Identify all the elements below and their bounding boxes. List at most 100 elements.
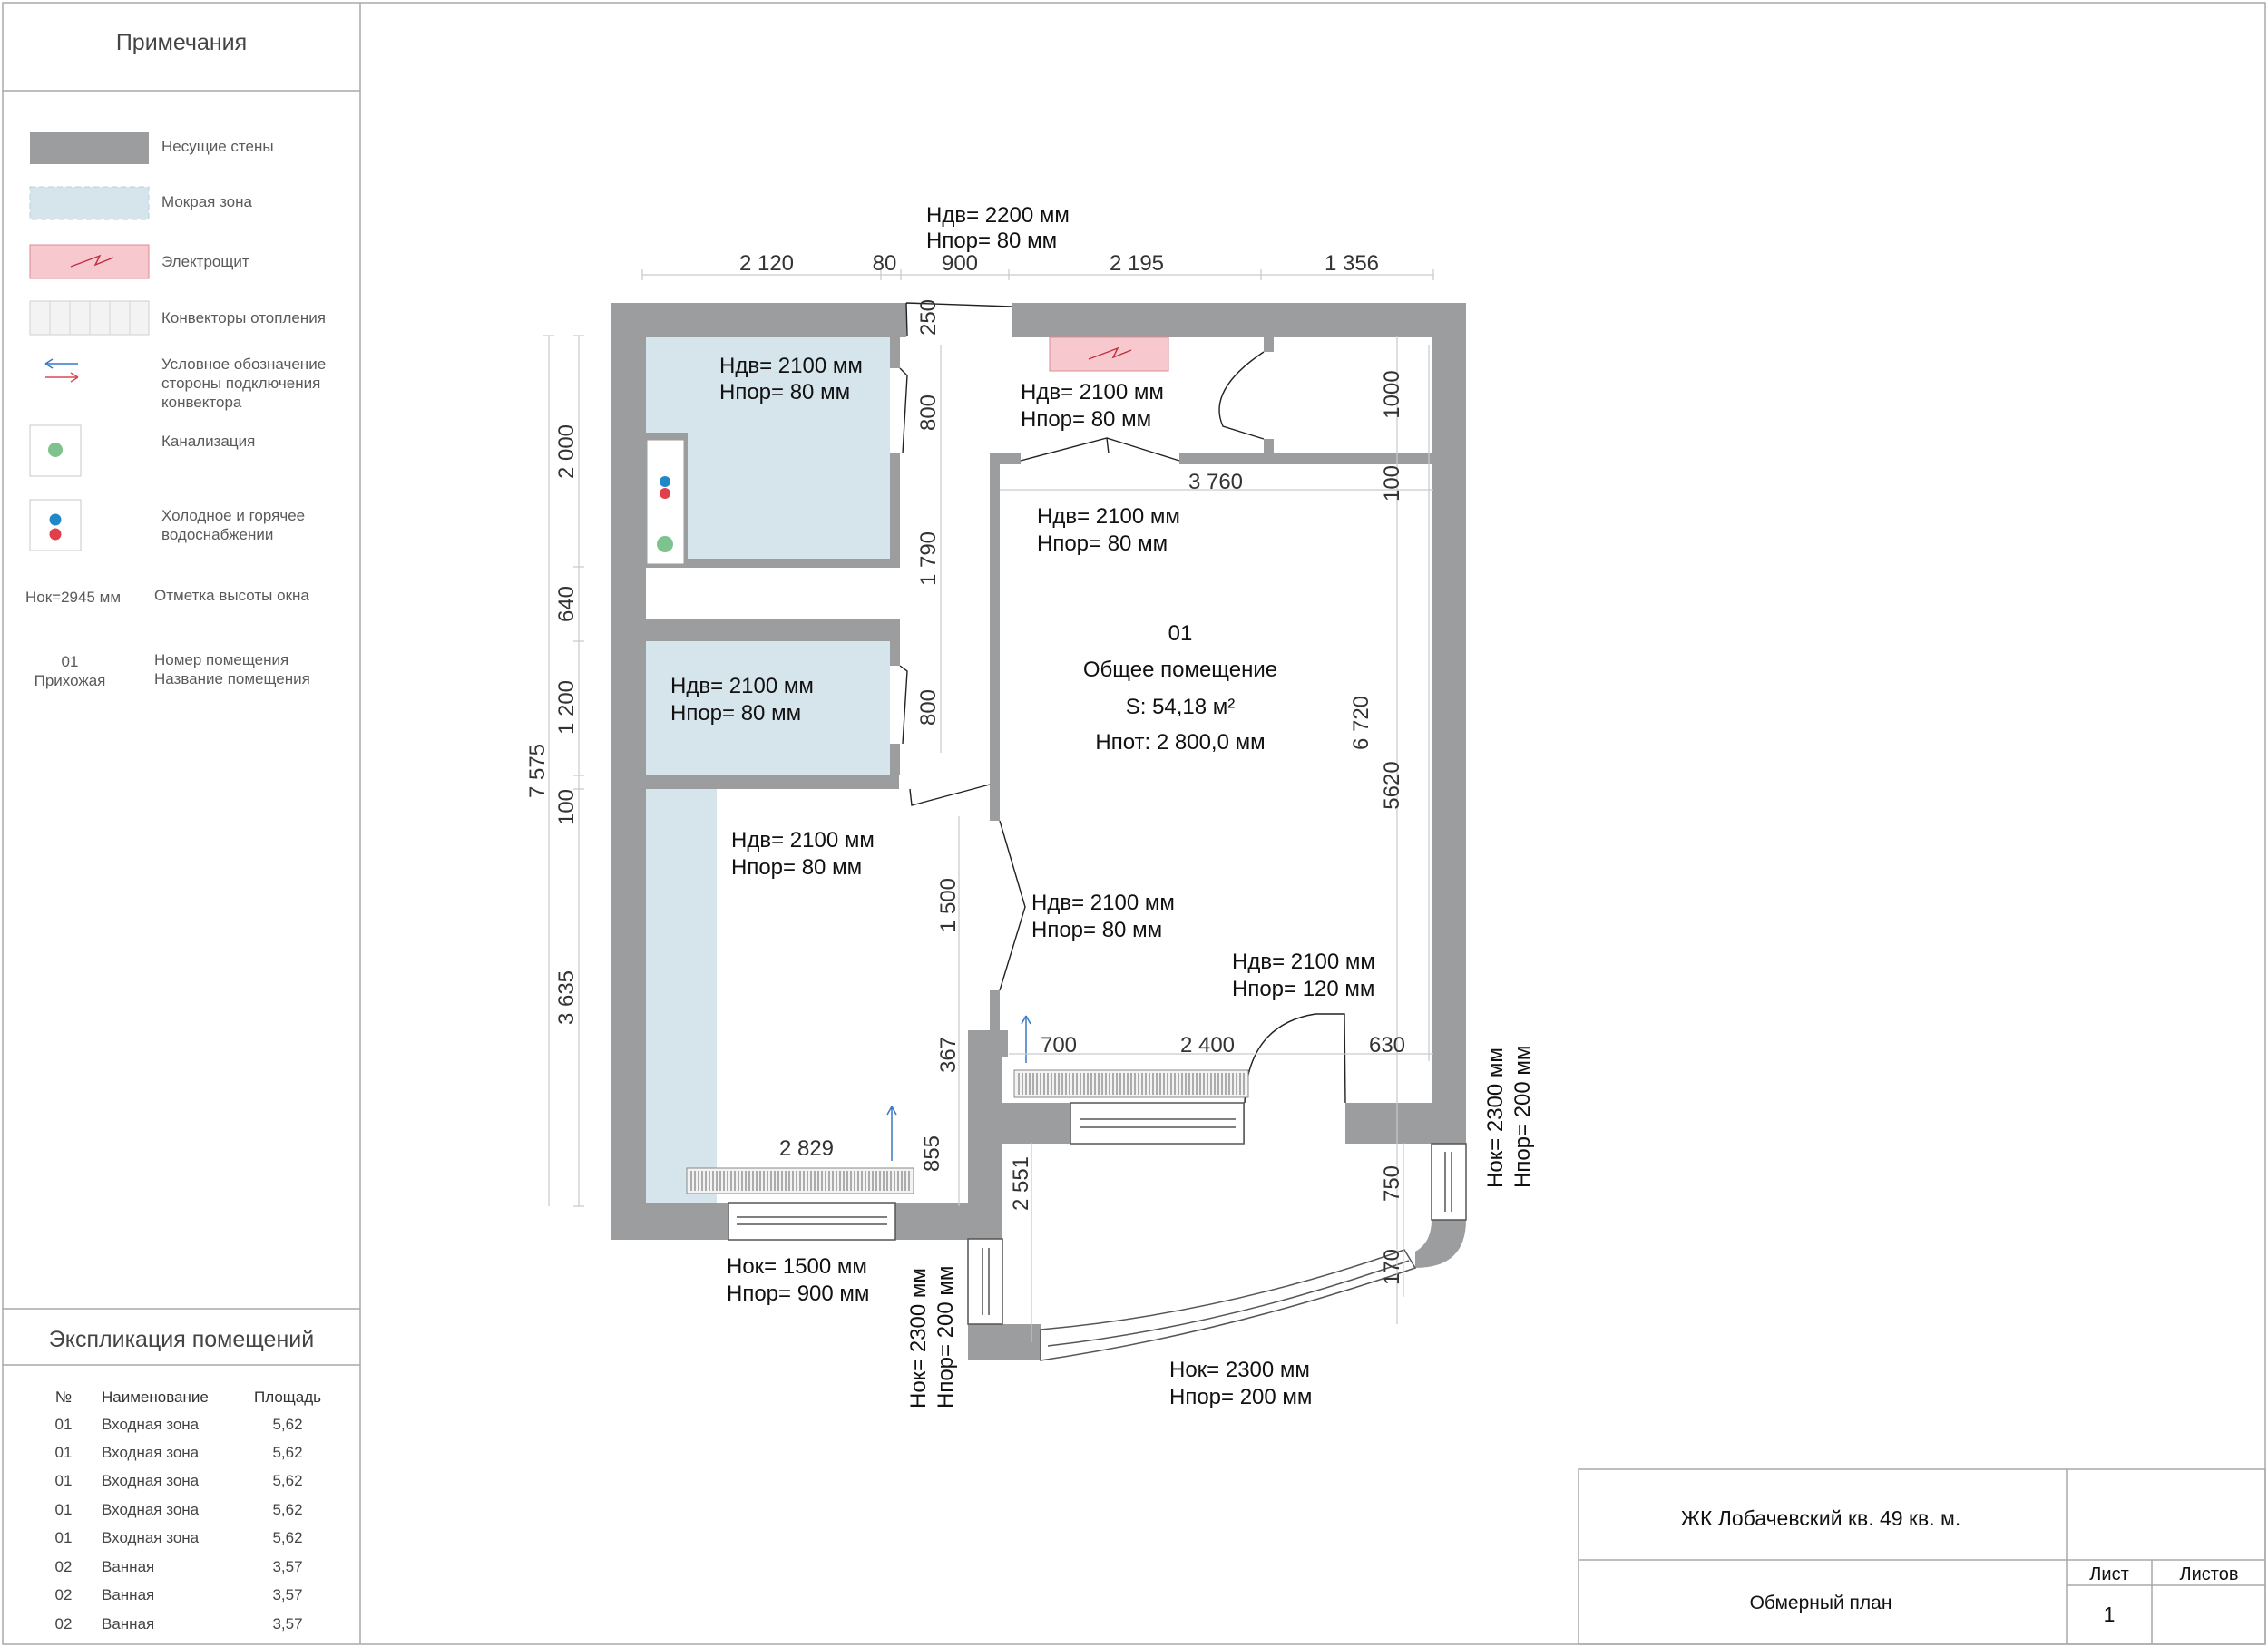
row-area: 3,57 bbox=[272, 1558, 302, 1575]
row-name: Ванная bbox=[102, 1586, 154, 1603]
windows bbox=[728, 1102, 1467, 1361]
dim-1790: 1 790 bbox=[916, 531, 941, 586]
row-area: 3,57 bbox=[272, 1586, 302, 1603]
window-label-loggia-right-1: Нок= 2300 мм bbox=[1483, 1048, 1508, 1188]
dim-left-7575: 7 575 bbox=[525, 744, 550, 798]
dim-1000: 1000 bbox=[1380, 370, 1404, 418]
door-label-middle-1: Ндв= 2100 мм bbox=[1031, 891, 1175, 915]
dim-3760: 3 760 bbox=[1188, 470, 1243, 494]
table-row: 01 Входная зона 5,62 bbox=[55, 1472, 303, 1489]
sheet-number: 1 bbox=[2104, 1603, 2116, 1626]
dim-750: 750 bbox=[1380, 1165, 1404, 1202]
sewer-dot-icon bbox=[29, 424, 82, 477]
dim-800-a: 800 bbox=[916, 395, 941, 431]
row-no: 01 bbox=[55, 1416, 73, 1433]
room-ceiling-height: Нпот: 2 800,0 мм bbox=[1095, 730, 1265, 755]
legend-label-room-2: Название помещения bbox=[154, 670, 310, 687]
row-name: Входная зона bbox=[102, 1472, 200, 1489]
legend-label-conn-1: Условное обозначение bbox=[161, 356, 326, 373]
room-label: 01 Общее помещение S: 54,18 м² Нпот: 2 8… bbox=[1083, 621, 1277, 755]
cold-water-dot bbox=[660, 476, 670, 487]
window-balcony-door-glass bbox=[1070, 1102, 1245, 1145]
notes-title: Примечания bbox=[116, 30, 247, 55]
connection-arrows-icon bbox=[44, 358, 79, 383]
convector-swatch bbox=[29, 300, 150, 336]
row-no: 01 bbox=[55, 1529, 73, 1546]
door-labels: Ндв= 2200 мм Нпор= 80 мм Ндв= 2100 мм Нп… bbox=[670, 203, 1375, 1001]
door-label-closet-1: Ндв= 2100 мм bbox=[1021, 380, 1164, 404]
dim-800-b: 800 bbox=[916, 689, 941, 726]
wet-zone-swatch bbox=[29, 186, 150, 220]
room-name: Общее помещение bbox=[1083, 658, 1277, 682]
drawing-name: Обмерный план bbox=[1750, 1593, 1892, 1613]
legend-label-sewer: Канализация bbox=[161, 433, 255, 450]
table-row: 02 Ванная 3,57 bbox=[55, 1558, 303, 1575]
sewer-dot bbox=[657, 536, 673, 552]
explication-header-name: Наименование bbox=[102, 1389, 209, 1406]
legend-window-symbol: Hок=2945 мм bbox=[25, 589, 121, 606]
dimension-labels: 2 120 80 900 2 195 1 356 7 575 2 000 640… bbox=[525, 251, 1405, 1285]
door-label-closet-2: Нпор= 80 мм bbox=[1021, 407, 1151, 432]
row-no: 02 bbox=[55, 1558, 73, 1575]
door-label-bath1-2: Нпор= 80 мм bbox=[719, 380, 850, 404]
dim-250: 250 bbox=[916, 299, 941, 336]
row-name: Ванная bbox=[102, 1558, 154, 1575]
door-label-middle-2: Нпор= 80 мм bbox=[1031, 918, 1162, 942]
table-row: 01 Входная зона 5,62 bbox=[55, 1501, 303, 1518]
door-label-hall-1: Ндв= 2100 мм bbox=[1037, 504, 1180, 529]
dim-5620: 5620 bbox=[1380, 761, 1404, 809]
door-label-balcony-2: Нпор= 120 мм bbox=[1232, 977, 1374, 1001]
legend-label-wet: Мокрая зона bbox=[161, 193, 253, 210]
door-label-bath1-1: Ндв= 2100 мм bbox=[719, 354, 863, 378]
row-name: Входная зона bbox=[102, 1416, 200, 1433]
door-label-entry-2: Нпор= 80 мм bbox=[926, 229, 1057, 253]
door-label-bath2-1: Ндв= 2100 мм bbox=[670, 674, 814, 698]
row-name: Входная зона bbox=[102, 1501, 200, 1518]
table-row: 02 Ванная 3,57 bbox=[55, 1615, 303, 1632]
electrical-panel-swatch bbox=[29, 244, 150, 279]
legend-label-conn-2: стороны подключения bbox=[161, 375, 320, 392]
window-label-loggia-bottom-1: Нок= 2300 мм bbox=[1169, 1358, 1310, 1382]
dim-700: 700 bbox=[1041, 1033, 1077, 1057]
window-label-loggia-left-1: Нок= 2300 мм bbox=[906, 1268, 931, 1408]
dim-top-900: 900 bbox=[942, 251, 978, 276]
dim-2551: 2 551 bbox=[1009, 1156, 1033, 1211]
convector-living bbox=[1013, 1069, 1249, 1098]
dim-100: 100 bbox=[1380, 465, 1404, 502]
row-area: 5,62 bbox=[272, 1444, 302, 1461]
window-label-loggia-right-2: Нпор= 200 мм bbox=[1510, 1046, 1535, 1188]
row-area: 5,62 bbox=[272, 1529, 302, 1546]
dim-left-100: 100 bbox=[554, 789, 579, 825]
row-area: 3,57 bbox=[272, 1615, 302, 1632]
title-block: ЖК Лобачевский кв. 49 кв. м. Обмерный пл… bbox=[1578, 1468, 2266, 1645]
convector-connection-arrow-2 bbox=[1021, 1015, 1031, 1063]
dim-170: 170 bbox=[1380, 1249, 1404, 1285]
row-name: Ванная bbox=[102, 1615, 154, 1632]
sheets-label: Листов bbox=[2180, 1564, 2239, 1584]
legend-label-room-1: Номер помещения bbox=[154, 651, 288, 668]
dim-top-2120: 2 120 bbox=[739, 251, 794, 276]
window-label-bottom-1: Нок= 1500 мм bbox=[727, 1254, 867, 1279]
dim-top-1356: 1 356 bbox=[1325, 251, 1379, 276]
row-no: 01 bbox=[55, 1472, 73, 1489]
dim-left-640: 640 bbox=[554, 586, 579, 622]
table-row: 01 Входная зона 5,62 bbox=[55, 1444, 303, 1461]
legend-label-conn-3: конвектора bbox=[161, 394, 242, 411]
window-label-loggia-left-2: Нпор= 200 мм bbox=[934, 1266, 958, 1408]
window-loggia-bottom bbox=[1040, 1249, 1417, 1361]
dim-left-1200: 1 200 bbox=[554, 680, 579, 735]
window-bedroom bbox=[728, 1202, 896, 1241]
bearing-wall-swatch bbox=[30, 132, 149, 164]
row-name: Входная зона bbox=[102, 1444, 200, 1461]
table-row: 01 Входная зона 5,62 bbox=[55, 1529, 303, 1546]
legend-label-water-1: Холодное и горячее bbox=[161, 507, 305, 524]
legend-room-number: 01 bbox=[62, 653, 79, 670]
bathroom-2-wet-zone bbox=[646, 641, 890, 775]
table-row: 02 Ванная 3,57 bbox=[55, 1586, 303, 1603]
dim-left-2000: 2 000 bbox=[554, 424, 579, 479]
door-label-entry-1: Ндв= 2200 мм bbox=[926, 203, 1070, 228]
bedroom-wet-strip bbox=[646, 789, 717, 1203]
water-dots-icon bbox=[29, 499, 82, 551]
window-loggia-right bbox=[1431, 1143, 1467, 1221]
